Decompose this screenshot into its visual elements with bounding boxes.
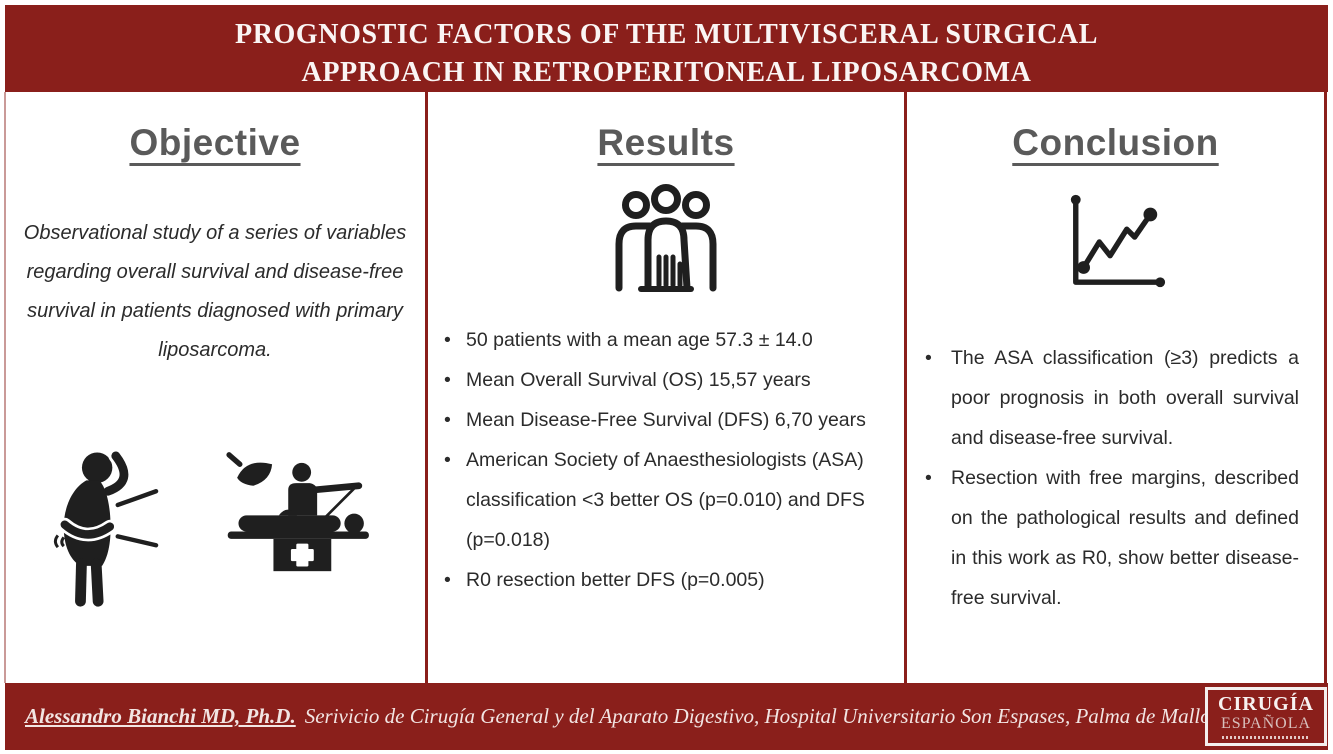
conclusion-bullet-list: The ASA classification (≥3) predicts a p… — [923, 338, 1299, 618]
conclusion-column: Conclusion The ASA classification (≥3) p… — [907, 92, 1324, 683]
patients-group-icon — [610, 184, 722, 296]
title-line-1: PROGNOSTIC FACTORS OF THE MULTIVISCERAL … — [234, 19, 1099, 50]
results-bullet: 50 patients with a mean age 57.3 ± 14.0 — [442, 320, 890, 360]
results-bullet: American Society of Anaesthesiologists (… — [442, 440, 890, 560]
results-bullet: Mean Disease-Free Survival (DFS) 6,70 ye… — [442, 400, 890, 440]
results-bullet-list: 50 patients with a mean age 57.3 ± 14.0 … — [442, 320, 890, 600]
line-chart-icon — [1062, 188, 1170, 294]
column-divider-2 — [904, 92, 907, 683]
conclusion-bullet: The ASA classification (≥3) predicts a p… — [923, 338, 1299, 458]
objective-icons-row — [5, 448, 425, 617]
surgery-operation-icon — [221, 450, 379, 579]
objective-column: Objective Observational study of a serie… — [5, 92, 425, 683]
abdominal-pain-person-icon — [51, 448, 159, 617]
conclusion-heading: Conclusion — [1012, 122, 1219, 163]
left-border-line — [4, 92, 6, 683]
column-divider-1 — [425, 92, 428, 683]
title-line-2: APPROACH IN RETROPERITONEAL LIPOSARCOMA — [301, 57, 1032, 88]
objective-heading: Objective — [129, 122, 301, 163]
title-banner: PROGNOSTIC FACTORS OF THE MULTIVISCERAL … — [5, 5, 1328, 92]
logo-tagline-strip — [1222, 736, 1310, 739]
right-border-line — [1324, 92, 1327, 683]
logo-title: CIRUGÍA — [1218, 693, 1314, 715]
objective-text: Observational study of a series of varia… — [23, 222, 407, 361]
results-heading: Results — [597, 122, 735, 163]
author-name: Alessandro Bianchi MD, Ph.D. — [25, 704, 296, 728]
cirugia-espanola-journal-logo: CIRUGÍA ESPAÑOLA — [1205, 687, 1327, 746]
results-bullet: R0 resection better DFS (p=0.005) — [442, 560, 890, 600]
results-column: Results 50 patients with a mean age 57. — [428, 92, 904, 683]
author-affiliation: Serivicio de Cirugía General y del Apara… — [304, 704, 1302, 728]
conclusion-bullet: Resection with free margins, described o… — [923, 458, 1299, 618]
footer-banner: Alessandro Bianchi MD, Ph.D. Serivicio d… — [5, 683, 1328, 750]
logo-subtitle: ESPAÑOLA — [1220, 715, 1312, 732]
results-bullet: Mean Overall Survival (OS) 15,57 years — [442, 360, 890, 400]
